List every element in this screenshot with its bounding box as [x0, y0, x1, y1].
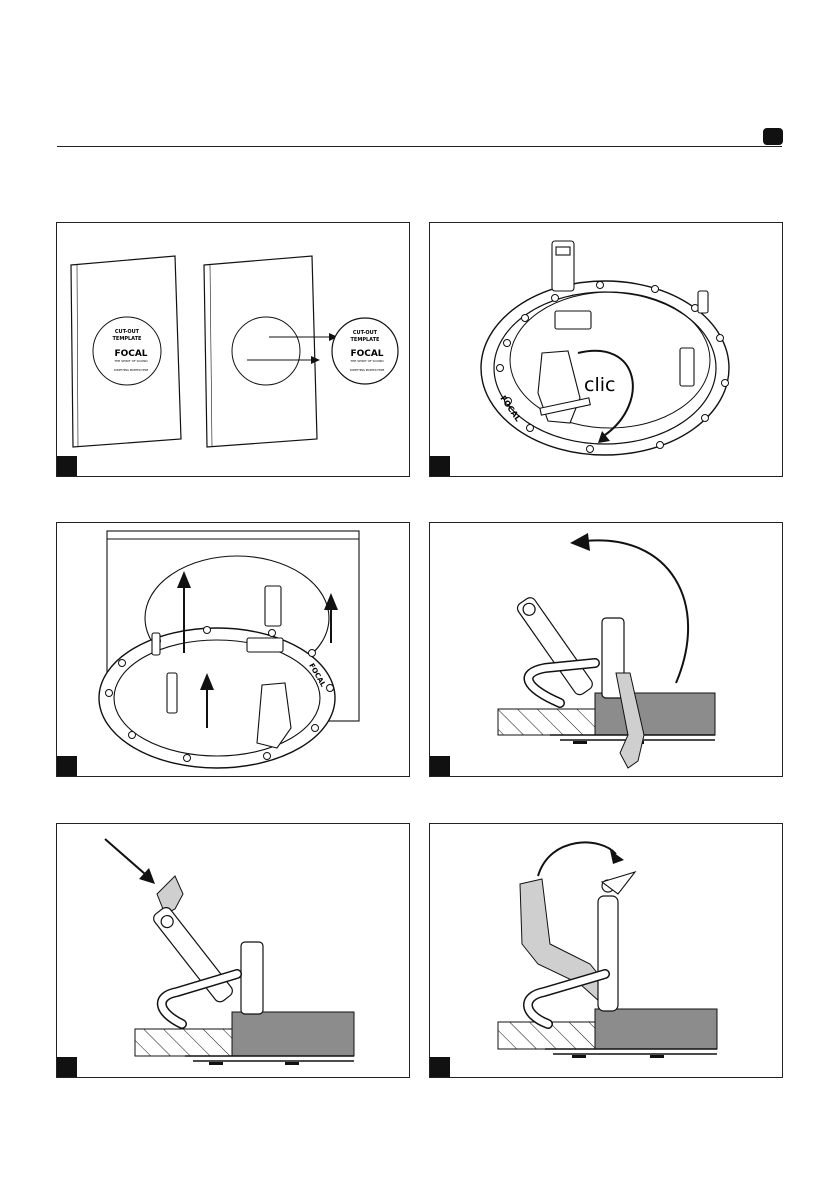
step-3-panel: FOCAL: [56, 522, 410, 777]
step-2-panel: FOCAL clic: [429, 222, 783, 477]
step-6-panel: [429, 823, 783, 1078]
disc-brand: FOCAL: [350, 349, 383, 359]
step-1-marker: [57, 456, 77, 476]
step-4-marker: [430, 756, 450, 776]
step-6-marker: [430, 1057, 450, 1077]
template-tagline: THE SPIRIT OF SOUND: [113, 359, 148, 363]
step-5-illustration: [57, 824, 410, 1078]
step-2-marker: [430, 456, 450, 476]
disc-tagline: THE SPIRIT OF SOUND: [349, 359, 384, 363]
step-4-panel: [429, 522, 783, 777]
header-rule: [57, 146, 782, 147]
step-6-illustration: [430, 824, 783, 1078]
template-title-2: TEMPLATE: [113, 336, 143, 342]
template-footer: SOMETHING PRINTED HERE: [114, 368, 149, 372]
disc-title-2: TEMPLATE: [351, 337, 381, 343]
template-brand: FOCAL: [114, 349, 147, 359]
template-title-1: CUT-OUT: [115, 329, 140, 335]
step-2-illustration: FOCAL clic: [430, 223, 783, 477]
disc-title-1: CUT-OUT: [353, 330, 378, 336]
step-3-marker: [57, 756, 77, 776]
step-5-marker: [57, 1057, 77, 1077]
step-1-panel: CUT-OUT TEMPLATE FOCAL THE SPIRIT OF SOU…: [56, 222, 410, 477]
step-1-illustration: CUT-OUT TEMPLATE FOCAL THE SPIRIT OF SOU…: [57, 223, 410, 477]
step-5-panel: [56, 823, 410, 1078]
disc-footer: SOMETHING PRINTED HERE: [350, 368, 385, 372]
step-4-illustration: [430, 523, 783, 777]
clic-label: clic: [584, 374, 615, 396]
step-3-illustration: FOCAL: [57, 523, 410, 777]
section-badge: [763, 128, 783, 145]
